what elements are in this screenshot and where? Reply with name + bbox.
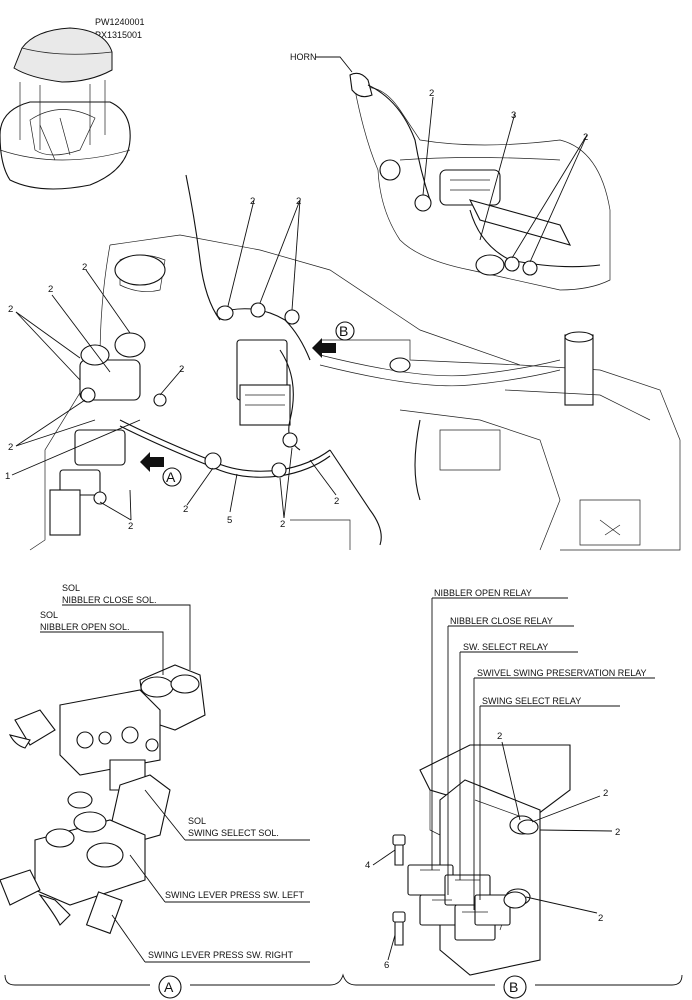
callout-2: 2 — [497, 731, 502, 742]
sol-label: SOL — [40, 610, 58, 620]
callout-3: 3 — [511, 110, 516, 121]
swing-select-sol-label: SWING SELECT SOL. — [188, 828, 279, 838]
callout-2: 2 — [179, 364, 184, 375]
callout-2: 2 — [8, 442, 13, 453]
sol-label: SOL — [188, 816, 206, 826]
callout-2: 2 — [250, 196, 255, 207]
callout-2: 2 — [615, 827, 620, 838]
detail-a-drawing — [0, 664, 206, 935]
callout-2: 2 — [128, 521, 133, 532]
view-arrow-a: A — [140, 452, 182, 487]
machine-thumbnail — [0, 27, 131, 190]
view-b-marker: B — [339, 323, 348, 339]
model-code-2: PX1315001 — [95, 30, 142, 40]
view-arrow-b: B — [312, 321, 355, 358]
callout-2: 2 — [598, 913, 603, 924]
nibbler-open-relay-label: NIBBLER OPEN RELAY — [434, 588, 532, 598]
detail-a-letter: A — [164, 979, 174, 995]
horn-label: HORN — [290, 52, 317, 62]
sw-select-relay-label: SW. SELECT RELAY — [463, 642, 548, 652]
callout-2: 2 — [82, 262, 87, 273]
main-callout-leaders — [11, 56, 588, 521]
callout-2: 2 — [334, 496, 339, 507]
callout-2: 2 — [48, 284, 53, 295]
main-structure — [29, 72, 681, 551]
detail-a-leaders — [40, 604, 310, 963]
callout-2: 2 — [296, 196, 301, 207]
callout-6: 6 — [384, 960, 389, 971]
arrow-left-icon — [140, 452, 164, 472]
swing-lever-right-label: SWING LEVER PRESS SW. RIGHT — [148, 950, 294, 960]
detail-a-labels: SOL NIBBLER CLOSE SOL. SOL NIBBLER OPEN … — [40, 583, 305, 960]
swing-select-relay-label: SWING SELECT RELAY — [482, 696, 581, 706]
callout-2: 2 — [583, 132, 588, 143]
swing-lever-left-label: SWING LEVER PRESS SW. LEFT — [165, 890, 305, 900]
detail-b-drawing — [392, 744, 571, 976]
nibbler-close-relay-label: NIBBLER CLOSE RELAY — [450, 616, 553, 626]
swivel-swing-relay-label: SWIVEL SWING PRESERVATION RELAY — [477, 668, 647, 678]
model-code-1: PW1240001 — [95, 17, 145, 27]
view-a-marker: A — [166, 469, 176, 485]
callout-2: 2 — [603, 788, 608, 799]
main-callouts: HORN 2 3 2 2 2 2 2 2 2 2 1 2 2 5 2 2 — [5, 52, 588, 532]
callout-2: 2 — [429, 88, 434, 99]
bolt-4 — [392, 834, 406, 866]
callout-1: 1 — [5, 471, 10, 482]
sol-label: SOL — [62, 583, 80, 593]
callout-4: 4 — [365, 860, 370, 871]
detail-b-leaders — [372, 597, 655, 961]
nibbler-open-sol-label: NIBBLER OPEN SOL. — [40, 622, 130, 632]
detail-b-letter: B — [509, 979, 518, 995]
callout-2: 2 — [183, 504, 188, 515]
bolt-6 — [392, 911, 406, 946]
nibbler-close-sol-label: NIBBLER CLOSE SOL. — [62, 595, 157, 605]
callout-2: 2 — [8, 304, 13, 315]
arrow-left-icon — [312, 338, 336, 358]
horn — [349, 72, 373, 98]
bottom-brackets: A B — [4, 973, 683, 999]
detail-b-labels: NIBBLER OPEN RELAY NIBBLER CLOSE RELAY S… — [365, 588, 647, 971]
callout-2: 2 — [280, 519, 285, 530]
callout-5: 5 — [227, 515, 232, 526]
